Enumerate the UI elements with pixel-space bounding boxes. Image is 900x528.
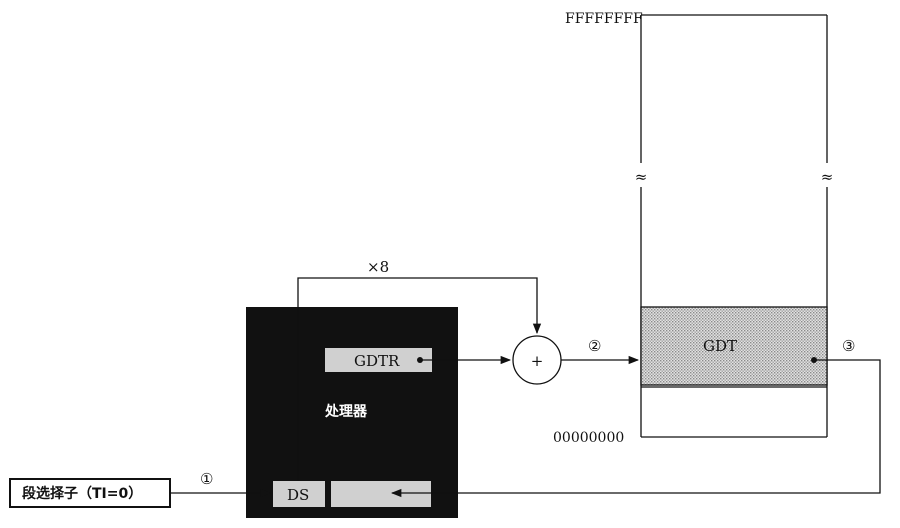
linear-memory: ≈ ≈ FFFFFFFF 00000000 GDT xyxy=(553,11,836,446)
ds-descriptor-cache xyxy=(331,481,431,507)
selector-box xyxy=(9,478,171,508)
break-mark-right-icon: ≈ xyxy=(821,168,834,186)
break-gap-left xyxy=(632,163,650,187)
top-address-label: FFFFFFFF xyxy=(565,11,643,27)
arrow-ds-index-to-adder xyxy=(297,277,542,481)
break-mark-left-icon: ≈ xyxy=(635,168,648,186)
gdt-label: GDT xyxy=(703,337,737,355)
multiplier-label: ×8 xyxy=(367,258,389,276)
processor: 处理器 GDTR DS xyxy=(246,307,458,518)
connectors xyxy=(170,277,881,498)
gdt-table xyxy=(640,306,828,386)
gdtr-label: GDTR xyxy=(354,352,400,370)
step-1-marker: ① xyxy=(200,470,213,488)
bottom-address-label: 00000000 xyxy=(553,430,624,446)
gdtr-register xyxy=(325,348,432,372)
ds-label: DS xyxy=(287,486,309,504)
step-3-marker: ③ xyxy=(842,337,855,355)
selector-label: 段选择子（TI=0） xyxy=(22,485,142,502)
ds-register xyxy=(273,481,325,507)
break-gap-right xyxy=(818,163,836,187)
adder-plus-icon: + xyxy=(531,352,544,370)
processor-label: 处理器 xyxy=(324,403,368,420)
step-2-marker: ② xyxy=(588,337,601,355)
arrow-gdt-to-cache xyxy=(390,359,881,498)
adder: + xyxy=(512,335,562,385)
segment-selector: 段选择子（TI=0） xyxy=(9,478,171,508)
